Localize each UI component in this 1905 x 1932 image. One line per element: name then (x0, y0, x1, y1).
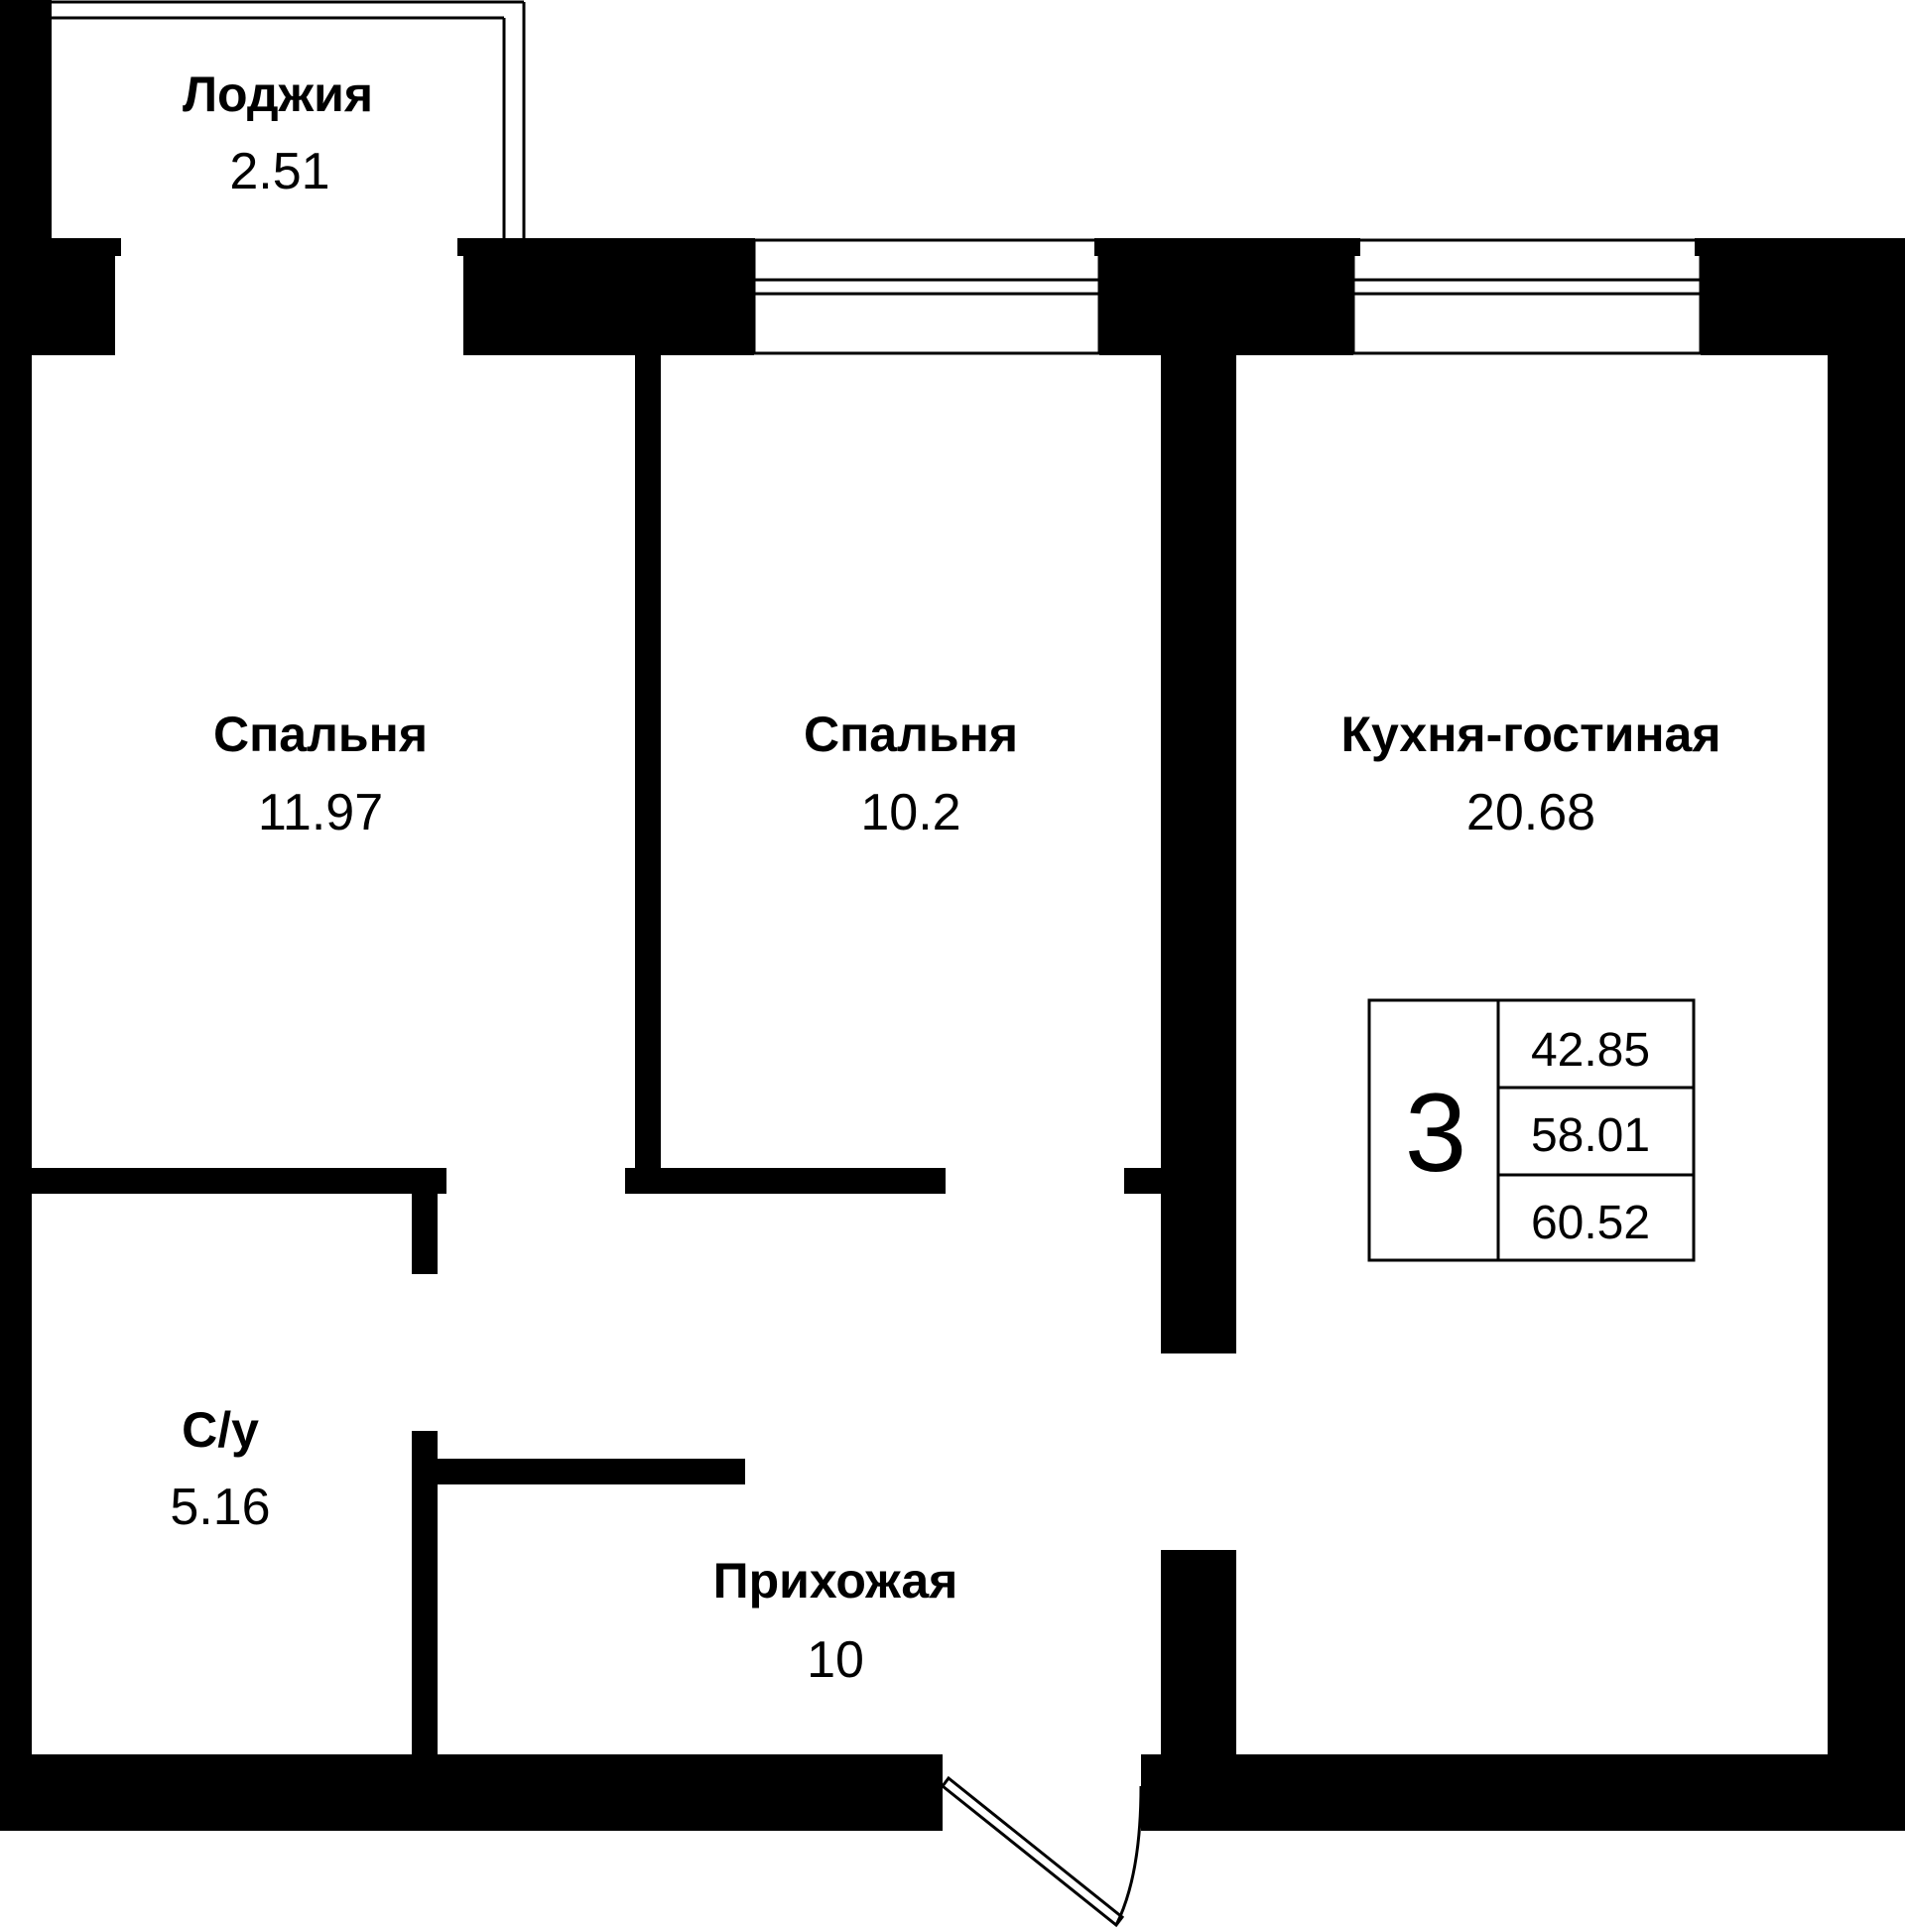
summary-total-area: 58.01 (1531, 1109, 1650, 1162)
window-kitchen (1351, 238, 1703, 355)
wall-top-mid-1 (463, 238, 754, 355)
room-area-kitchen: 20.68 (1466, 784, 1595, 841)
summary-total-with-loggia: 60.52 (1531, 1197, 1650, 1249)
wall-kitchen-left (1161, 355, 1236, 1353)
room-area-loggia: 2.51 (229, 143, 329, 200)
wall-bottom-right (1141, 1754, 1905, 1831)
room-label-kitchen: Кухня-гостиная (1340, 707, 1720, 762)
entrance-door[interactable] (940, 1775, 1143, 1928)
loggia-outline (0, 0, 526, 238)
partition-bedroom1-bottom (32, 1168, 446, 1194)
partition-bedrooms (635, 355, 661, 1194)
room-label-bedroom1: Спальня (213, 707, 428, 762)
wall-kitchen-left-stub (1124, 1168, 1164, 1194)
room-area-bedroom2: 10.2 (860, 784, 960, 841)
wall-top-left-stub (0, 238, 115, 355)
room-label-bedroom2: Спальня (804, 707, 1018, 762)
wall-top-mid-1-cap (457, 238, 755, 256)
wall-bottom-right-jamb (1141, 1754, 1161, 1831)
wall-kitchen-left-lower (1161, 1550, 1236, 1758)
summary-living-area: 42.85 (1531, 1024, 1650, 1077)
partition-bath-top-stub (412, 1168, 438, 1274)
partition-bath-right (412, 1431, 438, 1758)
wall-top-mid-2-cap (1094, 238, 1360, 256)
room-area-bedroom1: 11.97 (258, 784, 383, 841)
wall-top-left-stub-cap (32, 238, 121, 256)
partition-bedroom2-bottom (625, 1168, 946, 1194)
partition-hallway (438, 1459, 745, 1484)
wall-bottom-left (0, 1754, 943, 1831)
room-label-bathroom: С/у (182, 1402, 259, 1458)
room-area-bathroom: 5.16 (170, 1479, 270, 1536)
room-label-hallway: Прихожая (713, 1553, 958, 1609)
room-area-hallway: 10 (807, 1631, 864, 1689)
area-summary-box: 3 42.85 58.01 60.52 (1367, 998, 1696, 1262)
wall-top-mid-2 (1099, 238, 1353, 355)
wall-right (1828, 238, 1905, 1831)
window-bedroom2 (752, 238, 1101, 355)
summary-room-count: 3 (1405, 1071, 1466, 1195)
room-label-loggia: Лоджия (183, 66, 373, 122)
